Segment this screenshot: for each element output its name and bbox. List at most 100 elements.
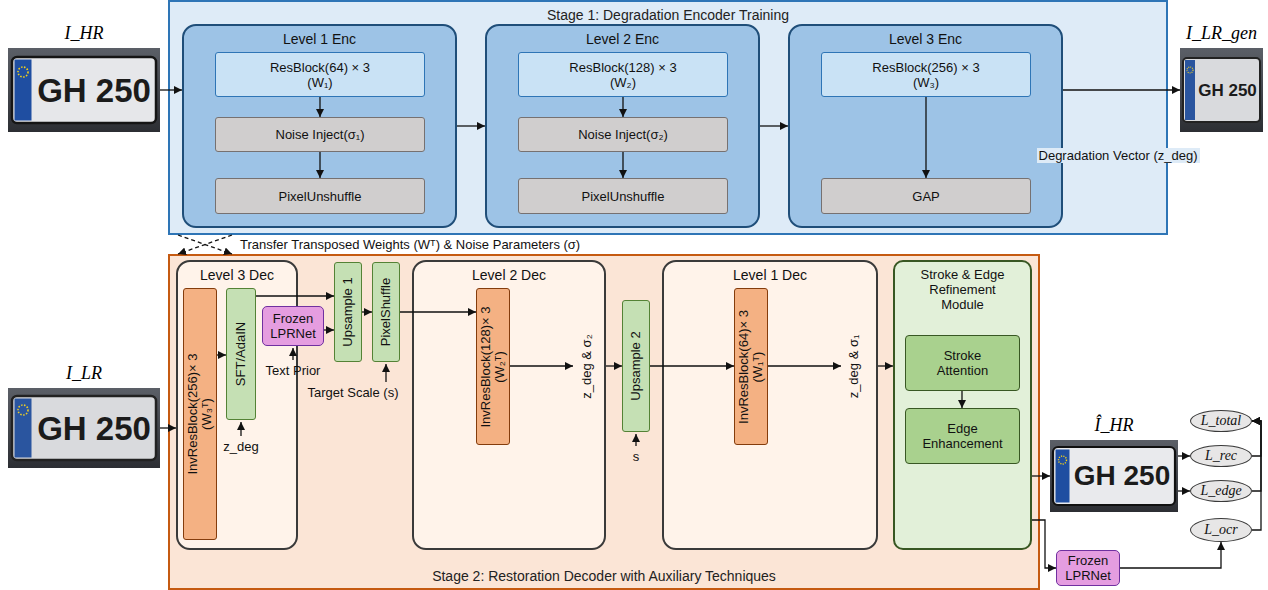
input-label: Target Scale (s) xyxy=(307,385,398,400)
node-text: Level 3 Enc xyxy=(889,31,962,47)
process-box: InvResBlock(256)× 3 (W₃ᵀ) xyxy=(183,288,217,540)
connector xyxy=(1178,490,1190,491)
connector xyxy=(324,329,334,330)
node-text: Level 3 Dec xyxy=(200,267,274,283)
process-box: GAP xyxy=(821,178,1031,214)
node-text: I_HR xyxy=(65,23,104,43)
input-arrow xyxy=(292,348,293,360)
process-box: Noise Inject(σ₁) xyxy=(215,117,425,152)
process-box: PixelShuffle xyxy=(372,262,400,362)
loss-oval: L_edge xyxy=(1190,480,1252,502)
connector xyxy=(457,125,485,126)
process-box: Noise Inject(σ₂) xyxy=(518,117,728,152)
encoder-level: Level 2 EncResBlock(128) × 3 (W₂)Noise I… xyxy=(485,24,760,228)
node-text: Level 1 Dec xyxy=(733,267,807,283)
connector xyxy=(1032,520,1056,568)
plate-photo xyxy=(8,48,160,132)
node-text: Level 1 Enc xyxy=(283,31,356,47)
process-box: ResBlock(64) × 3 (W₁) xyxy=(215,52,425,97)
connector xyxy=(925,97,926,178)
input-label: Text Prior xyxy=(266,363,321,378)
connector xyxy=(961,391,962,408)
connector xyxy=(362,311,372,312)
connector xyxy=(622,152,623,178)
node-text: Upsample 2 xyxy=(629,306,643,426)
decoder-level: Level 3 DecInvResBlock(256)× 3 (W₃ᵀ) SFT/… xyxy=(176,260,298,550)
eu-stars xyxy=(1187,67,1193,73)
connector xyxy=(1252,421,1261,530)
node-text: L_edge xyxy=(1200,483,1241,499)
process-box: Stroke Attention xyxy=(905,335,1020,391)
label-holder: GH 250 xyxy=(32,396,156,460)
decoder-level: Level 2 DecInvResBlock(128)× 3 (W₂ᵀ) xyxy=(412,260,606,550)
node-text: GAP xyxy=(912,189,939,204)
loss-oval: L_rec xyxy=(1190,445,1252,467)
connector xyxy=(1252,421,1261,456)
connector xyxy=(622,97,623,117)
loss-oval: L_ocr xyxy=(1190,518,1252,542)
label-holder: GH 250 xyxy=(1195,58,1260,122)
photo-ground xyxy=(1180,48,1263,132)
input-label: z_deg xyxy=(223,439,258,454)
node-text: InvResBlock(256)× 3 (W₃ᵀ) xyxy=(186,347,214,481)
process-box: InvResBlock(64)× 3 (W₁ᵀ) xyxy=(734,288,768,445)
plate-body xyxy=(1183,58,1260,122)
node-text: I_LR xyxy=(66,363,102,383)
process-box: Edge Enhancement xyxy=(905,408,1020,464)
photo-ground xyxy=(8,48,160,132)
connector xyxy=(319,152,320,178)
label-holder: Text Prior xyxy=(258,362,328,378)
label-holder: GH 250 xyxy=(1069,447,1175,505)
refinement-module: Stroke & Edge Refinement ModuleStroke At… xyxy=(893,260,1032,550)
node-text: Frozen LPRNet xyxy=(266,311,320,341)
process-box: InvResBlock(128)× 3 (W₂ᵀ) xyxy=(476,288,510,445)
input-label: s xyxy=(633,449,640,464)
node-text: ResBlock(64) × 3 (W₁) xyxy=(259,60,381,90)
plate-body xyxy=(12,396,156,460)
encoder-level: Level 3 EncResBlock(256) × 3 (W₃)GAP xyxy=(788,24,1063,228)
plate-photo xyxy=(8,388,160,468)
node-text: Noise Inject(σ₂) xyxy=(578,127,668,142)
node-text: Edge Enhancement xyxy=(919,421,1007,451)
connector xyxy=(878,365,893,366)
process-box: SFT/AdaIN xyxy=(226,288,256,420)
label-holder: Transfer Transposed Weights (Wᵀ) & Noise… xyxy=(240,236,660,253)
node-text: PixelUnshuffle xyxy=(582,189,665,204)
node-text: L_total xyxy=(1201,413,1241,429)
node-text: ResBlock(128) × 3 (W₂) xyxy=(562,60,684,90)
plate-photo xyxy=(1050,440,1178,512)
plate-text: GH 250 xyxy=(37,412,151,445)
connector xyxy=(160,89,182,90)
plate-body xyxy=(12,57,156,123)
eu-stars xyxy=(1059,456,1067,464)
process-box: Upsample 2 xyxy=(622,300,650,432)
node-text: Stage 1: Degradation Encoder Training xyxy=(547,7,789,23)
connector xyxy=(650,365,734,366)
connector xyxy=(1063,89,1180,90)
node-text: Frozen LPRNet xyxy=(1060,553,1116,583)
input-arrow xyxy=(385,364,386,382)
stage-band: Stage 2: Restoration Decoder with Auxili… xyxy=(168,254,1040,590)
connector xyxy=(160,427,176,428)
eu-strip xyxy=(15,60,32,121)
connector xyxy=(606,365,622,366)
label-holder: s xyxy=(626,448,646,464)
dashed-transfer-arrow xyxy=(178,235,232,254)
node-text: PixelShuffle xyxy=(379,265,393,359)
node-text: Upsample 1 xyxy=(341,265,355,359)
node-text: Stage 2: Restoration Decoder with Auxili… xyxy=(432,568,776,584)
eu-strip xyxy=(1185,60,1195,120)
output-arrow xyxy=(768,365,841,366)
eu-stars xyxy=(18,67,28,77)
node-text: Stroke & Edge Refinement Module xyxy=(913,267,1013,312)
node-text: L_rec xyxy=(1205,448,1237,464)
node-text: Stroke Attention xyxy=(919,348,1007,378)
process-box: Upsample 1 xyxy=(334,262,362,362)
node-text: InvResBlock(64)× 3 (W₁ᵀ) xyxy=(737,300,765,434)
node-text: Î_HR xyxy=(1095,415,1134,435)
connector xyxy=(217,354,226,355)
frozen-model: Frozen LPRNet xyxy=(262,306,324,346)
transfer-note: Transfer Transposed Weights (Wᵀ) & Noise… xyxy=(240,237,580,252)
